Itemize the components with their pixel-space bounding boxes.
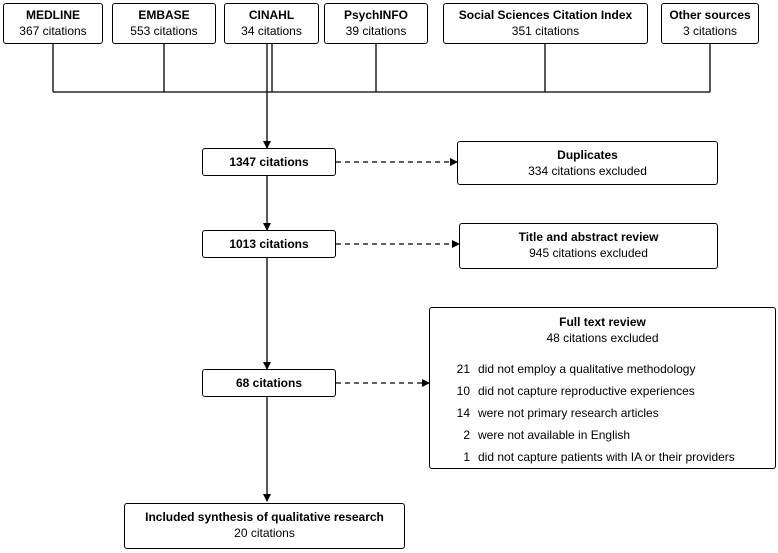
exclusion-title: Full text review [559, 315, 646, 329]
source-name: EMBASE [138, 8, 190, 22]
exclusion-count: 334 citations excluded [528, 164, 647, 178]
exclusion-count: 945 citations excluded [529, 246, 648, 260]
source-count: 553 citations [130, 24, 198, 38]
exclusion-title: Title and abstract review [518, 230, 659, 244]
stage-box-full-text: 68 citations [202, 369, 336, 397]
source-name: PsychINFO [343, 8, 409, 22]
exclusion-title: Duplicates [557, 148, 618, 162]
source-name: Social Sciences Citation Index [458, 8, 633, 22]
source-count: 367 citations [19, 24, 87, 38]
source-box-medline: MEDLINE 367 citations [3, 3, 103, 44]
reason-count: 14 [456, 406, 470, 420]
stage-box-screened: 1013 citations [202, 230, 336, 258]
reason-count: 21 [456, 362, 470, 376]
source-name: Other sources [669, 8, 751, 22]
source-count: 3 citations [682, 24, 738, 38]
exclusion-box-duplicates: Duplicates 334 citations excluded [457, 141, 718, 185]
stage-box-identified: 1347 citations [202, 148, 336, 176]
source-count: 34 citations [241, 24, 302, 38]
final-included-box: Included synthesis of qualitative resear… [124, 503, 405, 549]
stage-label: 1013 citations [229, 237, 309, 251]
source-box-psychinfo: PsychINFO 39 citations [324, 3, 428, 44]
reason-text: did not capture patients with IA or thei… [478, 450, 735, 464]
reason-count: 10 [456, 384, 470, 398]
source-name: MEDLINE [26, 8, 80, 22]
exclusion-box-title-abstract: Title and abstract review 945 citations … [459, 223, 718, 269]
exclusion-box-full-text: Full text review 48 citations excluded 2… [429, 307, 776, 469]
exclusion-count: 48 citations excluded [546, 331, 659, 345]
reason-count: 1 [463, 450, 470, 464]
source-box-other: Other sources 3 citations [661, 3, 759, 44]
stage-label: 1347 citations [229, 155, 309, 169]
source-box-cinahl: CINAHL 34 citations [224, 3, 319, 44]
reason-text: were not available in English [478, 428, 631, 442]
source-count: 351 citations [511, 24, 580, 38]
source-name: CINAHL [248, 8, 295, 22]
final-count: 20 citations [234, 526, 295, 540]
source-box-embase: EMBASE 553 citations [112, 3, 216, 44]
reason-count: 2 [463, 428, 470, 442]
source-box-ssci: Social Sciences Citation Index 351 citat… [443, 3, 648, 44]
final-title: Included synthesis of qualitative resear… [145, 510, 384, 524]
reason-text: did not employ a qualitative methodology [478, 362, 696, 376]
reason-text: were not primary research articles [478, 406, 659, 420]
reason-text: did not capture reproductive experiences [478, 384, 695, 398]
stage-label: 68 citations [235, 376, 303, 390]
source-count: 39 citations [345, 24, 407, 38]
